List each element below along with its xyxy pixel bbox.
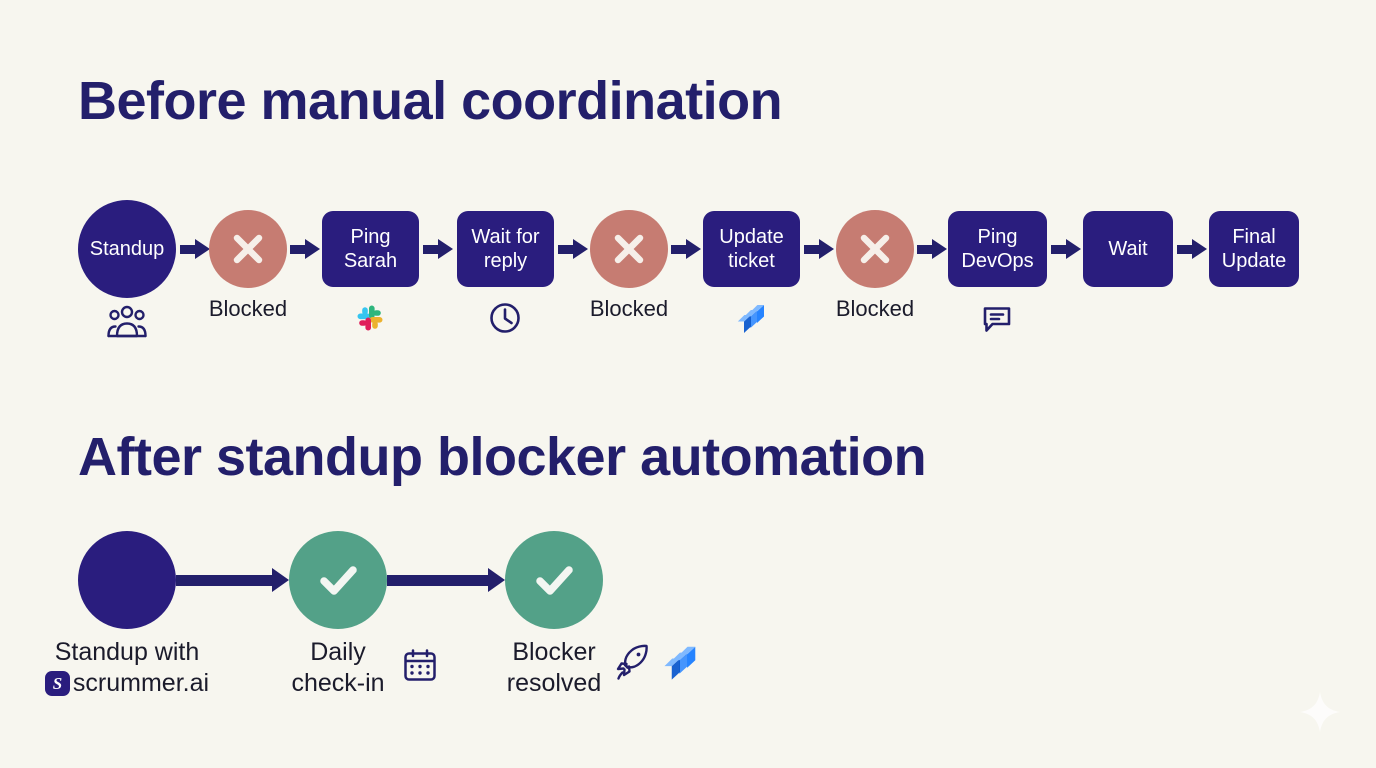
- chat-icon: [973, 296, 1021, 340]
- flow-arrow: [176, 568, 289, 592]
- close-icon: [614, 234, 644, 264]
- node-update-ticket-label-line1: Update: [719, 226, 784, 248]
- close-icon: [860, 234, 890, 264]
- node-update-ticket-label-line2: ticket: [728, 250, 775, 272]
- node-ping-sarah-label-line1: Ping: [350, 226, 391, 248]
- clock-icon: [481, 296, 529, 340]
- node-final-update[interactable]: Final Update: [1209, 211, 1299, 287]
- caption-blocker-resolved: Blocker resolved: [481, 637, 627, 699]
- flow-arrow: [290, 239, 320, 259]
- node-wait-label: Wait: [1108, 238, 1148, 260]
- node-blocker-resolved[interactable]: [505, 531, 603, 629]
- node-blocked-2[interactable]: [590, 210, 668, 288]
- flow-arrow: [1051, 239, 1081, 259]
- slack-icon: [346, 296, 394, 340]
- node-blocked-3[interactable]: [836, 210, 914, 288]
- check-icon: [536, 566, 573, 595]
- flow-arrow: [917, 239, 947, 259]
- node-standup[interactable]: Standup: [78, 200, 176, 298]
- caption-standup-scrummer: Standup with S scrummer.ai: [36, 637, 218, 699]
- node-update-ticket[interactable]: Update ticket: [703, 211, 800, 287]
- caption-standup-line2: S scrummer.ai: [36, 668, 218, 699]
- node-wait-for-reply-label-line1: Wait for: [471, 226, 540, 248]
- node-standup-label: Standup: [89, 237, 165, 260]
- node-ping-devops[interactable]: Ping DevOps: [948, 211, 1047, 287]
- caption-standup-line1: Standup with: [54, 638, 200, 666]
- caption-blocked-1: Blocked: [208, 296, 288, 321]
- flow-arrow: [423, 239, 453, 259]
- jira-icon: [655, 638, 705, 686]
- page-title-before: Before manual coordination: [78, 71, 783, 131]
- node-ping-sarah-label-line2: Sarah: [343, 250, 398, 272]
- rocket-icon: [608, 638, 658, 686]
- caption-blocked-3: Blocked: [835, 296, 915, 321]
- calendar-icon: [394, 641, 446, 689]
- caption-blocked-2: Blocked: [589, 296, 669, 321]
- flow-arrow: [387, 568, 505, 592]
- node-ping-devops-label-line2: DevOps: [961, 250, 1034, 272]
- caption-blocker-line2: resolved: [506, 669, 602, 697]
- sparkle-icon: [1298, 690, 1342, 734]
- node-daily-checkin[interactable]: [289, 531, 387, 629]
- flow-arrow: [180, 239, 210, 259]
- node-standup-scrummer[interactable]: [78, 531, 176, 629]
- node-wait-for-reply-label-line2: reply: [483, 250, 528, 272]
- caption-blocker-line1: Blocker: [512, 638, 596, 666]
- caption-daily-checkin: Daily check-in: [265, 637, 411, 699]
- node-wait[interactable]: Wait: [1083, 211, 1173, 287]
- node-final-update-label-line2: Update: [1221, 250, 1287, 272]
- node-wait-for-reply[interactable]: Wait for reply: [457, 211, 554, 287]
- check-icon: [320, 566, 357, 595]
- close-icon: [233, 234, 263, 264]
- node-blocked-1[interactable]: [209, 210, 287, 288]
- flow-arrow: [558, 239, 588, 259]
- node-final-update-label-line1: Final: [1232, 226, 1276, 248]
- node-ping-devops-label-line1: Ping: [977, 226, 1018, 248]
- scrummer-badge-icon: S: [44, 671, 70, 696]
- flow-arrow: [1177, 239, 1207, 259]
- people-icon: [100, 300, 154, 344]
- flow-arrow: [804, 239, 834, 259]
- caption-daily-line2: check-in: [291, 669, 385, 697]
- page-title-after: After standup blocker automation: [78, 427, 927, 487]
- flow-arrow: [671, 239, 701, 259]
- caption-daily-line1: Daily: [310, 638, 366, 666]
- jira-icon: [727, 296, 775, 340]
- node-ping-sarah[interactable]: Ping Sarah: [322, 211, 419, 287]
- scrummer-brand-text: scrummer.ai: [72, 669, 210, 697]
